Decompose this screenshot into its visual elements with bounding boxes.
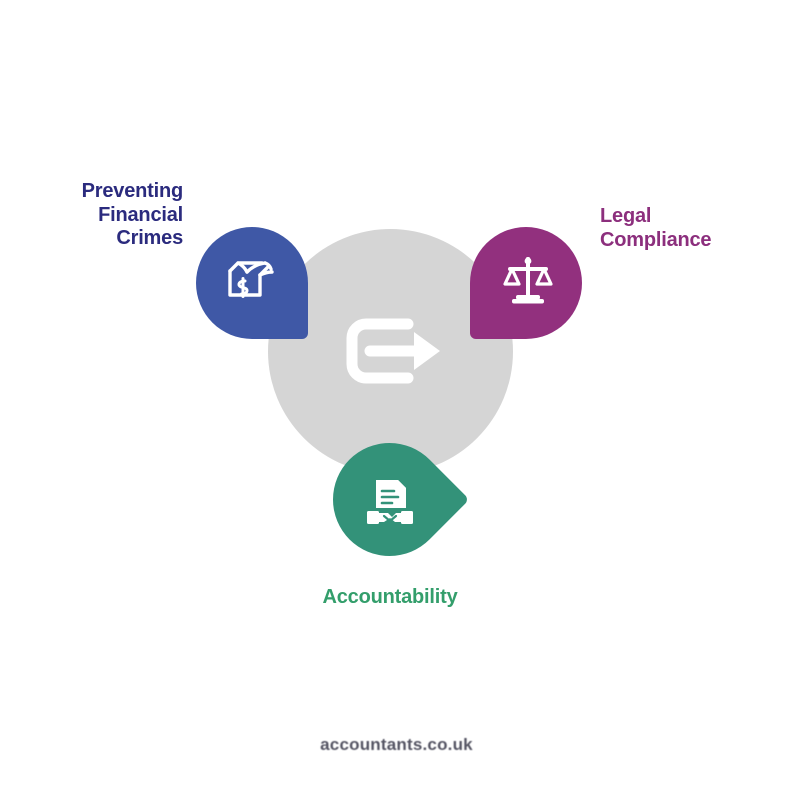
- node-preventing-financial-crimes[interactable]: [196, 227, 308, 339]
- label-legal-compliance: Legal Compliance: [600, 205, 712, 251]
- node-legal-compliance[interactable]: [470, 227, 582, 339]
- pin-shape-blue: [196, 227, 308, 339]
- exit-arrow-icon: [336, 310, 446, 392]
- label-accountability: Accountability: [322, 586, 458, 608]
- node-accountability[interactable]: [309, 419, 470, 580]
- document-handshake-icon: [362, 474, 418, 530]
- label-preventing-financial-crimes: Preventing Financial Crimes: [81, 180, 184, 250]
- scales-of-justice-icon: [500, 251, 556, 307]
- money-hand-icon: [222, 251, 278, 307]
- footer-watermark: accountants.co.uk: [320, 735, 473, 754]
